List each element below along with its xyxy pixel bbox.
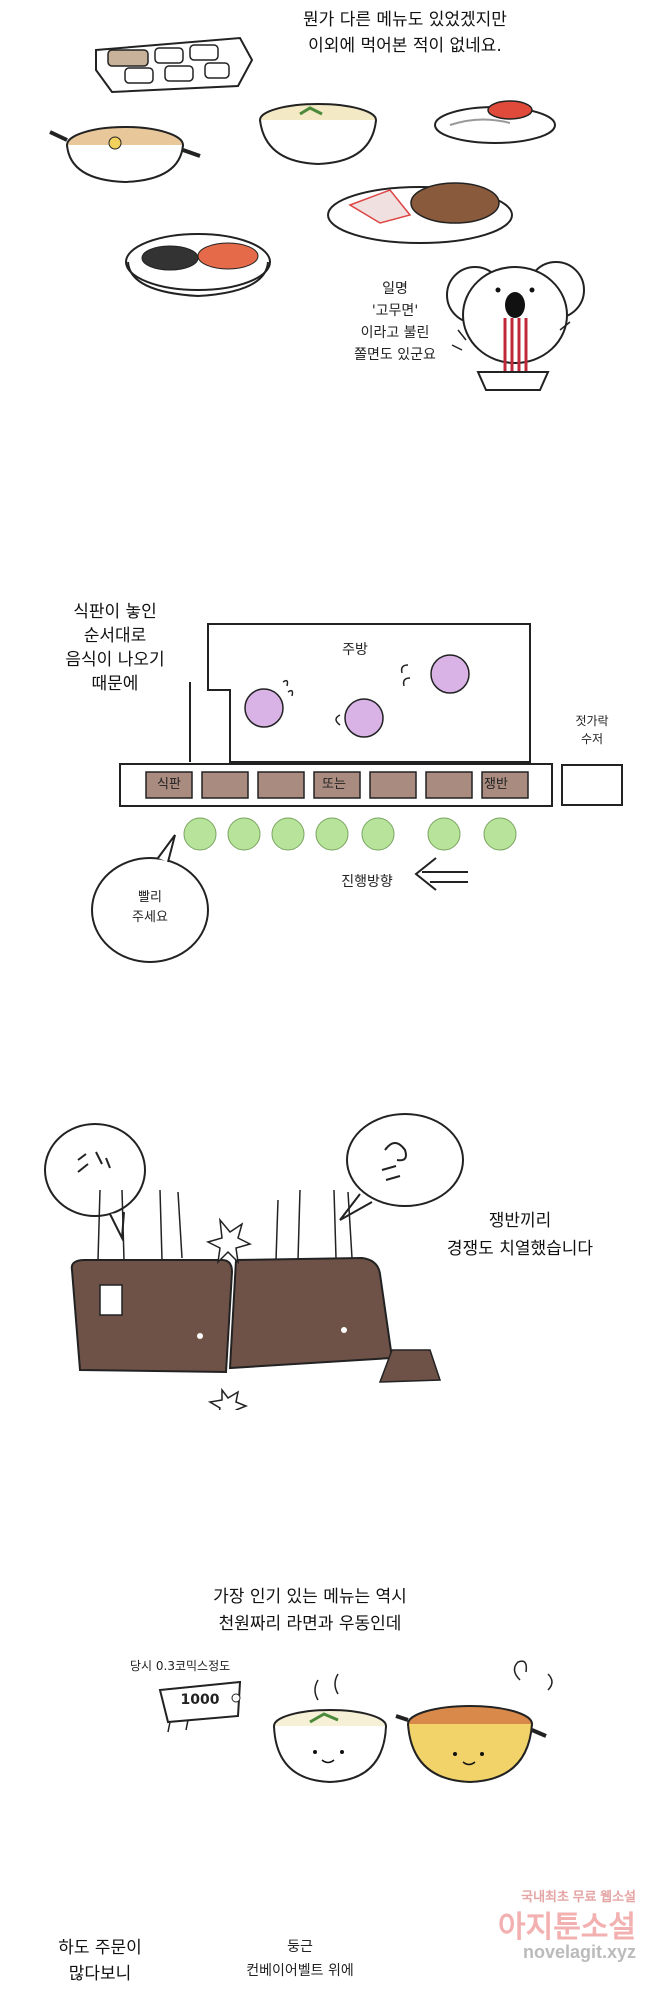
- cook-dot: [244, 688, 284, 728]
- tray-slot: [257, 771, 305, 799]
- cutlet-plate-icon: [327, 182, 513, 244]
- customer-dot: [361, 817, 395, 851]
- arrow-left-icon: [414, 857, 468, 891]
- tray-slot: [369, 771, 417, 799]
- customer-dot: [183, 817, 217, 851]
- panel2-direction: 진행방향: [341, 874, 393, 890]
- panel2-side-label: 젓가락 수저: [575, 714, 609, 746]
- tray-slot: [481, 771, 529, 799]
- price-tag: [158, 1680, 242, 1733]
- panel4-note: 당시 0.3코믹스정도: [130, 1659, 231, 1673]
- panel1-koala-note: 일명 '고무면' 이라고 불린 쫄면도 있군요: [354, 281, 436, 363]
- customer-dot: [315, 817, 349, 851]
- panel2-bubble-text: 빨리 주세요: [132, 890, 168, 925]
- bento-tray-icon: [95, 36, 254, 94]
- udon-pot-icon: [395, 1660, 553, 1784]
- customer-dot: [427, 817, 461, 851]
- panel4-caption-line2: 천원짜리 라면과 우동인데: [218, 1614, 402, 1634]
- panel3-tray-competition: [44, 1113, 464, 1410]
- utensil-box: [561, 764, 623, 806]
- panel3-caption: 쟁반끼리 경쟁도 치열했습니다: [446, 1211, 594, 1259]
- cook-dot: [430, 654, 470, 694]
- tray-slot: [145, 771, 193, 799]
- tray-slot: [313, 771, 361, 799]
- tray-slot: [201, 771, 249, 799]
- lunchbox-icon: [125, 233, 271, 298]
- customer-dot: [227, 817, 261, 851]
- cook-dot: [344, 698, 384, 738]
- koala-icon: [446, 261, 585, 391]
- stew-pot-icon: [49, 126, 201, 184]
- customer-dot: [483, 817, 517, 851]
- customer-dot: [271, 817, 305, 851]
- left-tray: [70, 1259, 234, 1374]
- panel1-food-illustrations: [49, 36, 585, 391]
- panel2-left-caption: 식판이 놓인 순서대로 음식이 나오기 때문에: [65, 602, 165, 694]
- speech-bubble: [91, 857, 209, 963]
- panel4-noodles-illustration: [158, 1660, 553, 1784]
- steak-plate-icon: [434, 100, 556, 144]
- watermark-line1: 국내최초 무료 웹소설: [521, 1889, 636, 1904]
- panel2-kitchen-label: 주방: [342, 642, 368, 658]
- panel4-caption-line1: 가장 인기 있는 메뉴는 역시: [213, 1587, 407, 1607]
- watermark-line3: novelagit.xyz: [522, 1942, 636, 1962]
- right-tray: [228, 1256, 394, 1370]
- watermark-line2: 아지툰소설: [498, 1911, 636, 1944]
- noodle-bowl-icon: [259, 103, 377, 166]
- tray-slot: [425, 771, 473, 799]
- panel1-caption-line1: 뭔가 다른 메뉴도 있었겠지만: [303, 10, 507, 30]
- panel5-left-caption: 하도 주문이 많다보니: [58, 1938, 142, 1984]
- panel2-conveyor-diagram: [91, 623, 623, 963]
- panel4-price-tag: 1000: [180, 1692, 220, 1708]
- panel2-tray-label: 식판: [157, 777, 181, 792]
- panel2-or-label: 또는: [322, 777, 346, 792]
- panel2-tray-label2: 쟁반: [484, 777, 508, 792]
- panel5-right-caption: 둥근 컨베이어벨트 위에: [246, 1939, 354, 1979]
- panel1-caption-line2: 이외에 먹어본 적이 없네요.: [308, 36, 502, 56]
- ramen-bowl-icon: [273, 1673, 387, 1784]
